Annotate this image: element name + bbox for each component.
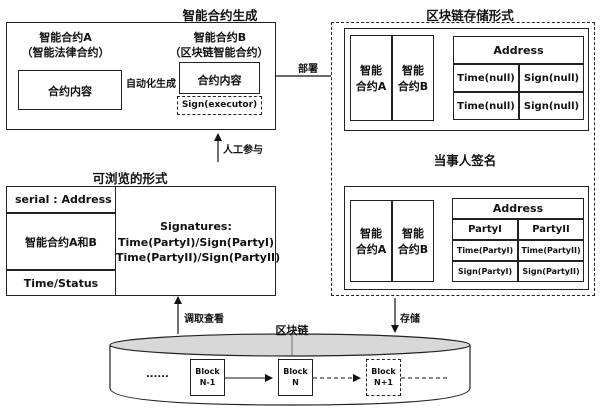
label-blockchain: 区块链 (275, 324, 309, 337)
storage-bottom-sign-party2: Sign(PartyII) (518, 261, 584, 282)
browse-signature-line-1: Time(PartyI)/Sign(PartyI) (118, 236, 274, 249)
block-n-minus-1-index: N-1 (199, 378, 216, 387)
storage-top-contract-a: 智能 合约A (350, 35, 392, 121)
title-browse: 可浏览的形式 (92, 171, 168, 186)
contract-b-title: 智能合约B (193, 31, 247, 44)
storage-top-time-2: Time(null) (453, 92, 519, 120)
storage-bottom-party2: PartyII (518, 219, 584, 240)
block-n-index: N (292, 378, 299, 387)
storage-bottom-address: Address (452, 198, 584, 219)
storage-bottom-party1: PartyI (452, 219, 518, 240)
storage-top-time-1: Time(null) (453, 64, 519, 92)
contract-a-subtitle: （智能法律合约） (21, 46, 110, 59)
contract-b-subtitle: （区块链智能合约） (169, 46, 269, 59)
contract-a-title: 智能合约A (39, 31, 92, 44)
storage-bottom-contract-a: 智能 合约A (350, 200, 392, 282)
block-n-name: Block (283, 367, 308, 376)
browse-time-status: Time/Status (6, 270, 116, 296)
storage-bottom-time-party1: Time(PartyI) (452, 240, 518, 261)
contract-a-content: 合约内容 (48, 85, 92, 98)
label-retrieve-view: 调取查看 (184, 314, 224, 325)
storage-top-address: Address (453, 36, 584, 64)
block-n-plus-1-index: N+1 (374, 378, 393, 387)
storage-bottom-time-party2: Time(PartyII) (518, 240, 584, 261)
contract-b-sign-box: Sign(executor) (177, 96, 262, 115)
contract-b-content-box: 合约内容 (179, 62, 260, 94)
browse-contracts: 智能合约A和B (6, 213, 116, 270)
contract-b-sign: Sign(executor) (181, 100, 258, 110)
storage-bottom-block (344, 186, 589, 290)
block-n-minus-1: Block N-1 (190, 359, 225, 396)
storage-top-sign-1: Sign(null) (519, 64, 584, 92)
label-deploy: 部署 (298, 64, 318, 75)
storage-top-block (344, 28, 589, 131)
browse-signatures-title: Signatures: (160, 220, 232, 233)
storage-top-sign-2: Sign(null) (519, 92, 584, 120)
storage-bottom-contract-b: 智能 合约B (392, 200, 434, 282)
title-storage: 区块链存储形式 (426, 8, 514, 23)
storage-bottom-sign-party1: Sign(PartyI) (452, 261, 518, 282)
label-auto-generate: 自动化生成 (126, 79, 176, 90)
block-n-minus-1-name: Block (195, 367, 220, 376)
label-store: 存储 (400, 314, 420, 325)
browse-panel (6, 186, 276, 296)
block-n-plus-1-name: Block (371, 367, 396, 376)
browse-serial: serial : Address (6, 186, 116, 213)
storage-top-contract-b: 智能 合约B (392, 35, 434, 121)
browse-signature-line-2: Time(PartyII)/Sign(PartyII) (116, 251, 281, 264)
chain-ellipsis: ...... (146, 369, 169, 380)
title-generation: 智能合约生成 (182, 8, 258, 23)
block-n: Block N (278, 359, 313, 396)
contract-b-content: 合约内容 (197, 74, 242, 87)
label-human-participate: 人工参与 (223, 145, 263, 156)
block-n-plus-1: Block N+1 (366, 359, 401, 396)
contract-a-content-box: 合约内容 (18, 70, 122, 110)
label-parties-sign: 当事人签名 (433, 153, 497, 168)
